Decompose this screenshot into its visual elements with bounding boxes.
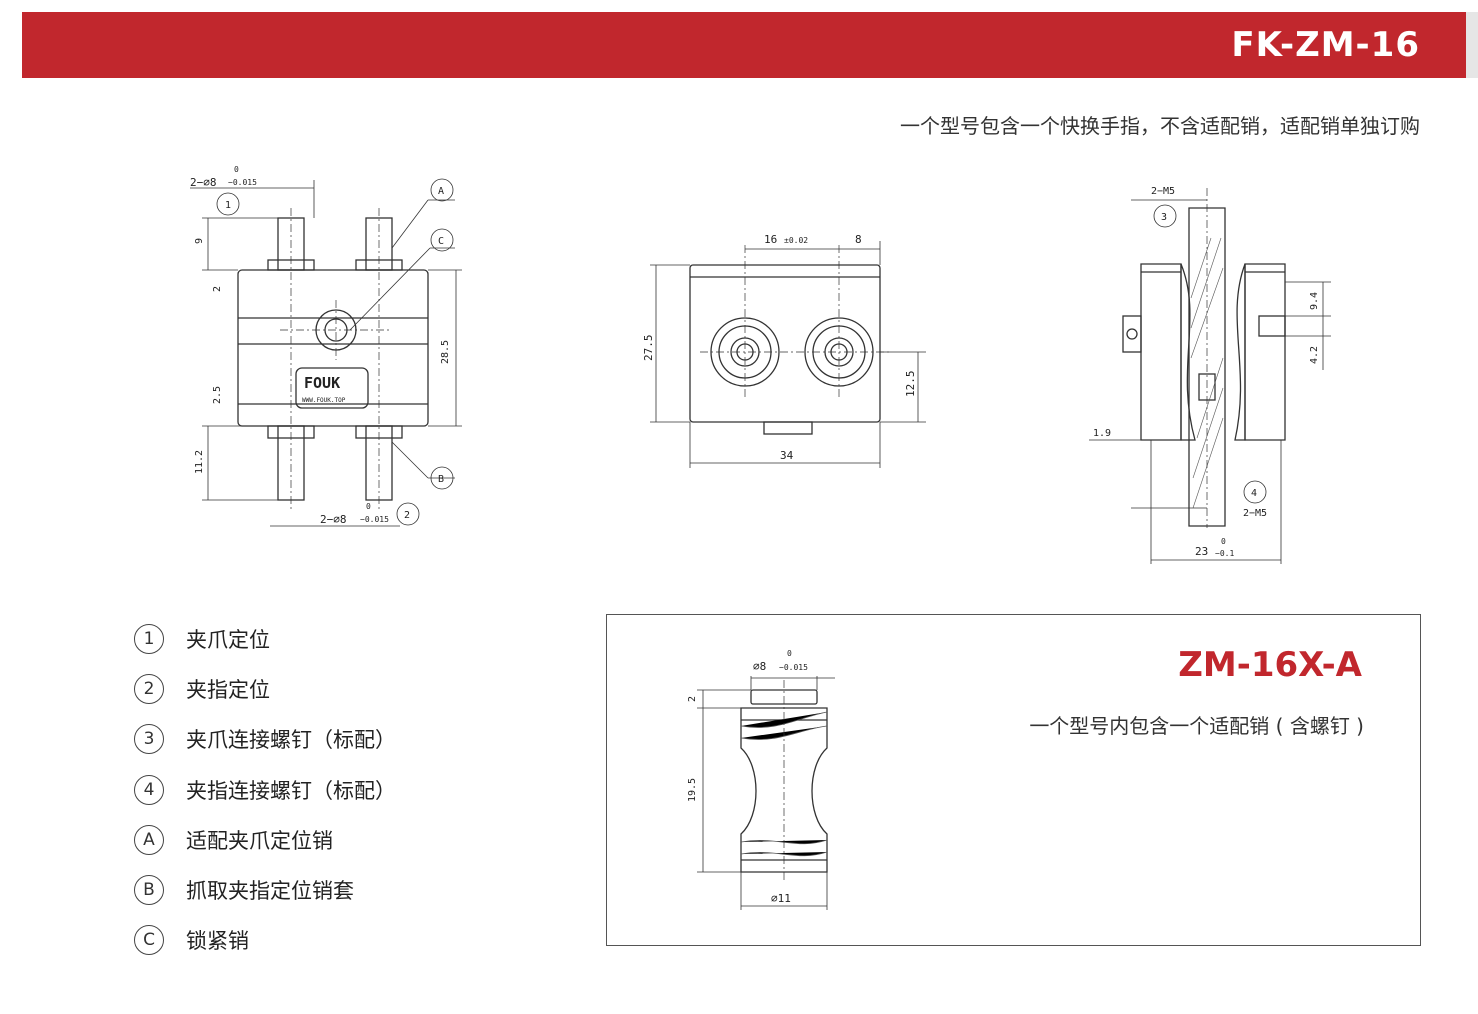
thread-bottom: 2−M5 xyxy=(1243,508,1267,519)
pin-dim-bottom: ∅11 xyxy=(771,892,791,905)
dim-34: 34 xyxy=(780,449,794,462)
callout-2: 2 xyxy=(404,510,410,521)
legend-marker: B xyxy=(134,875,164,906)
tol-bottom-lower: −0.015 xyxy=(360,515,389,524)
pin-dim-19-5: 19.5 xyxy=(687,778,698,802)
legend-marker: A xyxy=(134,824,164,855)
legend-label: 夹指连接螺钉（标配） xyxy=(186,778,396,803)
legend-label: 夹爪连接螺钉（标配） xyxy=(186,728,396,753)
header-banner xyxy=(22,12,1466,78)
logo-url: WWW.FOUK.TOP xyxy=(302,397,346,404)
dim-11-2: 11.2 xyxy=(194,450,205,474)
pin-tol-lower: −0.015 xyxy=(779,663,808,672)
legend-label: 夹爪定位 xyxy=(186,628,270,653)
legend-marker: 4 xyxy=(134,774,164,805)
banner-edge xyxy=(1466,12,1478,78)
legend: 1 夹爪定位 2 夹指定位 3 夹爪连接螺钉（标配） 4 夹指连接螺钉（标配） … xyxy=(134,614,396,965)
legend-marker: C xyxy=(134,925,164,956)
legend-item: 2 夹指定位 xyxy=(134,664,396,714)
legend-item: 1 夹爪定位 xyxy=(134,614,396,664)
front-view-drawing: 2−∅8 0 −0.015 1 A C B 2 9 2 2.5 11.2 28.… xyxy=(190,165,462,527)
legend-marker: 3 xyxy=(134,724,164,755)
legend-marker: 1 xyxy=(134,624,164,655)
tol-top-upper: 0 xyxy=(234,165,239,174)
dim-16: 16 xyxy=(764,233,777,246)
pin-box: 0 ∅8 −0.015 2 19.5 ∅11 ZM-16X-A 一个型号内包含一… xyxy=(606,614,1421,946)
dim-9: 9 xyxy=(194,238,205,244)
dim-23: 23 xyxy=(1195,545,1208,558)
thread-top: 2−M5 xyxy=(1151,186,1175,197)
legend-item: C 锁紧销 xyxy=(134,915,396,965)
legend-label: 夹指定位 xyxy=(186,678,270,703)
legend-item: B 抓取夹指定位销套 xyxy=(134,865,396,915)
pin-dim-top: ∅8 xyxy=(753,660,766,673)
callout-c: C xyxy=(438,236,444,247)
legend-label: 适配夹爪定位销 xyxy=(186,828,333,853)
legend-label: 抓取夹指定位销套 xyxy=(186,879,354,904)
pin-drawing: 0 ∅8 −0.015 2 19.5 ∅11 xyxy=(687,649,835,910)
legend-label: 锁紧销 xyxy=(186,929,249,954)
tol-bottom-upper: 0 xyxy=(366,502,371,511)
order-note: 一个型号包含一个快换手指，不含适配销，适配销单独订购 xyxy=(900,114,1420,138)
side-view-drawing: 16 ±0.02 8 27.5 12.5 34 xyxy=(642,233,926,468)
dim-23-tol-lower: −0.1 xyxy=(1215,549,1234,558)
dim-28-5: 28.5 xyxy=(440,340,451,364)
dim-16-tol: ±0.02 xyxy=(784,236,808,245)
dim-pin-top: 2−∅8 xyxy=(190,176,217,189)
legend-item: A 适配夹爪定位销 xyxy=(134,815,396,865)
model-title: FK-ZM-16 xyxy=(1231,25,1420,65)
callout-a: A xyxy=(438,186,444,197)
legend-item: 3 夹爪连接螺钉（标配） xyxy=(134,714,396,764)
logo-text: FOUK xyxy=(304,374,340,392)
pin-title: ZM-16X-A xyxy=(1178,645,1362,685)
tol-top-lower: −0.015 xyxy=(228,178,257,187)
dim-12-5: 12.5 xyxy=(904,371,917,398)
legend-marker: 2 xyxy=(134,674,164,705)
dim-27-5: 27.5 xyxy=(642,335,655,362)
legend-item: 4 夹指连接螺钉（标配） xyxy=(134,765,396,815)
dim-4-2: 4.2 xyxy=(1309,346,1320,364)
callout-4: 4 xyxy=(1251,488,1257,499)
pin-note: 一个型号内包含一个适配销 ( 含螺钉 ) xyxy=(1029,714,1364,738)
dim-pin-bottom: 2−∅8 xyxy=(320,513,347,526)
dim-9-4: 9.4 xyxy=(1309,292,1320,310)
dim-1-9: 1.9 xyxy=(1093,428,1111,439)
dim-2: 2 xyxy=(212,286,223,292)
dim-2-5: 2.5 xyxy=(212,386,223,404)
pin-tol-upper: 0 xyxy=(787,649,792,658)
pin-dim-2: 2 xyxy=(687,696,698,702)
callout-b: B xyxy=(438,474,444,485)
dim-8: 8 xyxy=(855,233,862,246)
dim-23-tol-upper: 0 xyxy=(1221,537,1226,546)
callout-1: 1 xyxy=(225,200,231,211)
callout-3: 3 xyxy=(1161,212,1167,223)
section-view-drawing: 2−M5 3 9.4 4.2 1.9 4 2−M5 0 23 −0.1 xyxy=(1089,186,1331,564)
